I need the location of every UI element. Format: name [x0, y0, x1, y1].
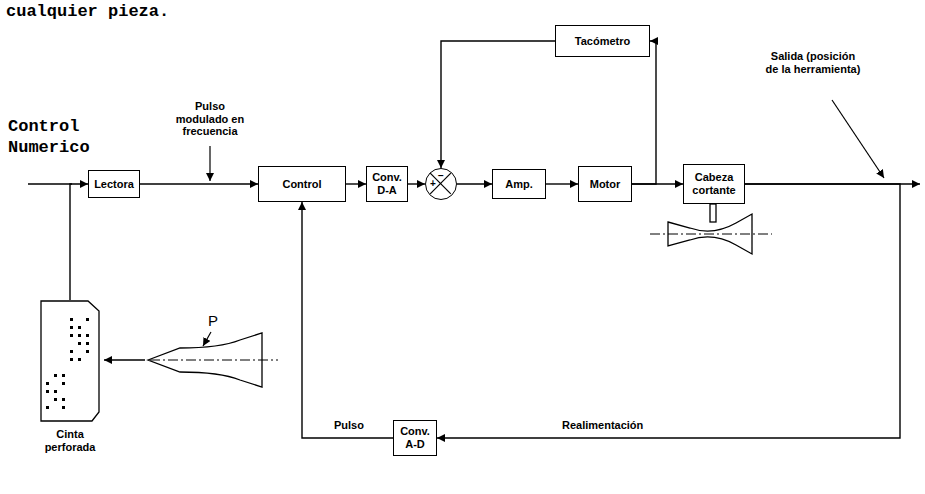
punched-tape: Cinta perforada: [35, 300, 105, 475]
amplifier-box: Amp.: [492, 169, 546, 199]
connector-label: Pulso: [332, 419, 366, 431]
node-text: −: [438, 171, 444, 181]
node-text: +: [430, 179, 436, 189]
connector-label: Realimentación: [560, 419, 645, 431]
node-text: Cinta perforada: [35, 428, 105, 453]
node-text: Conv. A-D: [396, 425, 434, 450]
signal-connector: [408, 183, 425, 184]
converter-box: Conv. A-D: [393, 420, 437, 456]
node-text: Control: [282, 178, 321, 191]
leader-arrow: [832, 100, 884, 178]
signal-connector: [632, 41, 656, 184]
signal-connector: [457, 183, 492, 184]
leader-arrow: [203, 332, 211, 346]
page-text: cualquier pieza.: [6, 1, 266, 22]
tachometer-box: Tacómetro: [555, 25, 650, 57]
node-text: Cabeza cortante: [686, 171, 742, 196]
signal-connector: [441, 41, 555, 168]
summing-junction: +−: [425, 168, 457, 200]
signal-connector: [346, 183, 366, 184]
motor-box: Motor: [578, 166, 632, 202]
signal-connector: [546, 183, 578, 184]
node-text: Motor: [590, 178, 621, 191]
signal-connector: [70, 184, 88, 300]
leader-arrow: [104, 359, 145, 360]
cutting-tool: [710, 204, 716, 222]
signal-label: Pulso modulado en frecuencia: [172, 100, 248, 138]
node-text: Amp.: [505, 178, 533, 191]
tape-outline: [40, 300, 100, 422]
cutting-head-box: Cabeza cortante: [683, 164, 745, 204]
node-text: Lectora: [94, 178, 134, 191]
callout-letter: P: [208, 312, 228, 329]
output-label: Salida (posición de la herramienta): [763, 50, 863, 75]
control-box: Control: [258, 166, 346, 202]
signal-connector: [140, 183, 258, 184]
center-line: [150, 360, 278, 361]
heading: Control Numerico: [8, 116, 118, 159]
input-line: [28, 183, 72, 184]
node-text: Conv. D-A: [369, 171, 405, 196]
node-text: Tacómetro: [575, 35, 630, 48]
reader-box: Lectora: [88, 170, 140, 198]
leader-arrow: [209, 146, 210, 181]
converter-box: Conv. D-A: [366, 166, 408, 202]
signal-connector: [437, 184, 900, 438]
center-line: [650, 234, 772, 235]
signal-connector: [302, 202, 393, 438]
